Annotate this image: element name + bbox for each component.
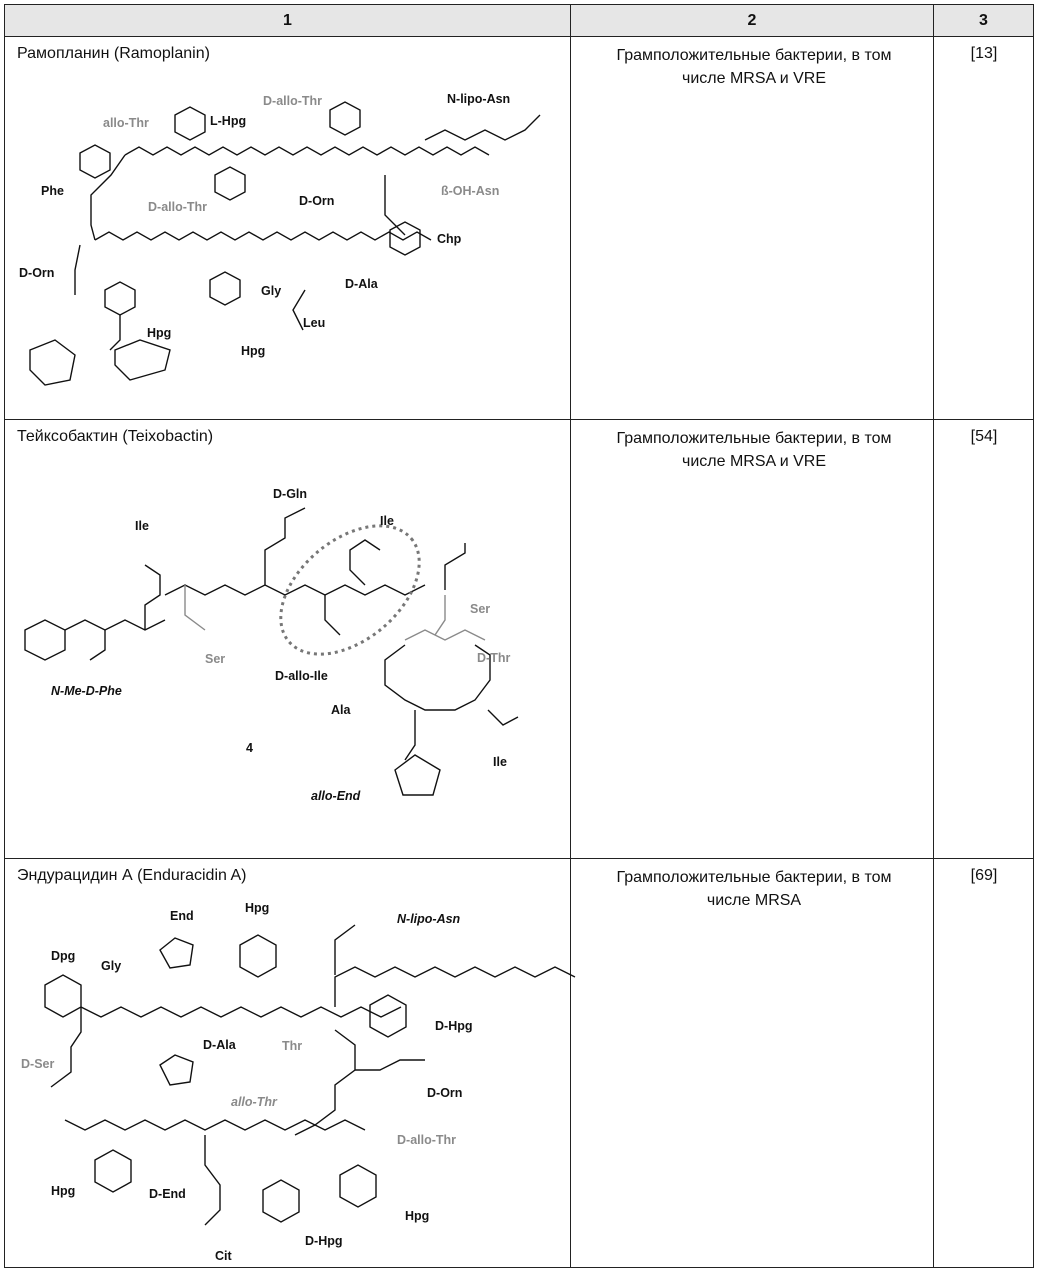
teixobactin-structure: D-Gln Ile Ile Ser Ser D-Thr N-Me-D-Phe D… bbox=[24, 487, 519, 803]
residue-label: Hpg bbox=[241, 344, 265, 358]
residue-label: Hpg bbox=[51, 1184, 75, 1198]
activity-text: Грамположительные бактерии, в том числе … bbox=[575, 866, 933, 912]
enduracidin-structure: End Hpg N-lipo-Asn Dpg Gly D-Hpg D-Ala T… bbox=[21, 901, 576, 1263]
table-header-row: 1 2 3 bbox=[5, 5, 1033, 37]
residue-label: ß-OH-Asn bbox=[441, 184, 499, 198]
residue-label: D-allo-Thr bbox=[397, 1133, 456, 1147]
residue-label: D-Orn bbox=[427, 1086, 462, 1100]
activity-line: числе MRSA и VRE bbox=[681, 453, 827, 470]
teixobactin-macrocycle bbox=[384, 644, 519, 796]
activity-text: Грамположительные бактерии, в том числе … bbox=[575, 427, 933, 473]
residue-label: Chp bbox=[437, 232, 462, 246]
teixobactin-gray-bonds bbox=[184, 585, 486, 641]
reference: [54] bbox=[970, 428, 998, 445]
activity-line: Грамположительные бактерии, в том bbox=[616, 869, 892, 886]
residue-label: D-allo-Thr bbox=[148, 200, 207, 214]
residue-label: D-allo-Ile bbox=[275, 669, 328, 683]
residue-label: Leu bbox=[303, 316, 325, 330]
residue-label: Ile bbox=[380, 514, 394, 528]
reference: [13] bbox=[970, 45, 998, 62]
ramoplanin-bonds bbox=[29, 101, 541, 386]
residue-label: D-Thr bbox=[477, 651, 510, 665]
residue-label: Phe bbox=[41, 184, 64, 198]
activity-line: числе MRSA и VRE bbox=[681, 70, 827, 87]
residue-label: Dpg bbox=[51, 949, 75, 963]
residue-label: Ser bbox=[470, 602, 490, 616]
residue-label: D-Ser bbox=[21, 1057, 54, 1071]
residue-label: D-Hpg bbox=[435, 1019, 473, 1033]
compound-name: Эндурацидин А (Enduracidin A) bbox=[17, 867, 247, 884]
compound-name: Тейксобактин (Teixobactin) bbox=[17, 428, 214, 445]
compound-table: 1 2 3 Рамопланин (Ramoplanin) Грамположи… bbox=[4, 4, 1034, 1268]
residue-label: D-Hpg bbox=[305, 1234, 343, 1248]
ramoplanin-structure: allo-Thr L-Hpg D-allo-Thr N-lipo-Asn Phe… bbox=[19, 92, 541, 386]
residue-label: D-Ala bbox=[203, 1038, 237, 1052]
residue-label: D-End bbox=[149, 1187, 186, 1201]
residue-label: Ser bbox=[205, 652, 225, 666]
highlight-ellipse bbox=[279, 524, 421, 656]
enduracidin-bonds bbox=[44, 924, 576, 1226]
residue-label: Cit bbox=[215, 1249, 233, 1263]
teixobactin-bonds bbox=[24, 507, 466, 661]
activity-text: Грамположительные бактерии, в том числе … bbox=[575, 44, 933, 90]
residue-label: D-Orn bbox=[19, 266, 54, 280]
compound-number: 4 bbox=[246, 741, 253, 755]
residue-label: D-allo-Thr bbox=[263, 94, 322, 108]
residue-label: Gly bbox=[101, 959, 121, 973]
activity-line: Грамположительные бактерии, в том bbox=[616, 47, 892, 64]
residue-label: N-Me-D-Phe bbox=[51, 684, 122, 698]
residue-label: D-Orn bbox=[299, 194, 334, 208]
residue-label: N-lipo-Asn bbox=[447, 92, 510, 106]
residue-label: allo-Thr bbox=[103, 116, 149, 130]
residue-label: Ile bbox=[493, 755, 507, 769]
residue-label: Hpg bbox=[147, 326, 171, 340]
column-divider bbox=[570, 5, 571, 1267]
column-divider bbox=[933, 5, 934, 1267]
residue-label: allo-Thr bbox=[231, 1095, 278, 1109]
residue-label: End bbox=[170, 909, 194, 923]
residue-label: L-Hpg bbox=[210, 114, 246, 128]
residue-label: Hpg bbox=[405, 1209, 429, 1223]
residue-label: N-lipo-Asn bbox=[397, 912, 461, 926]
row-divider bbox=[5, 419, 1033, 420]
residue-label: Thr bbox=[282, 1039, 302, 1053]
compound-name: Рамопланин (Ramoplanin) bbox=[17, 45, 210, 62]
residue-label: Ala bbox=[331, 703, 352, 717]
header-col-1: 1 bbox=[283, 12, 292, 29]
residue-label: Ile bbox=[135, 519, 149, 533]
header-col-2: 2 bbox=[747, 12, 757, 29]
reference: [69] bbox=[970, 867, 998, 884]
residue-label: D-Gln bbox=[273, 487, 307, 501]
residue-label: D-Ala bbox=[345, 277, 379, 291]
activity-line: Грамположительные бактерии, в том bbox=[616, 430, 892, 447]
activity-line: числе MRSA bbox=[706, 892, 802, 909]
residue-label: allo-End bbox=[311, 789, 361, 803]
residue-label: Hpg bbox=[245, 901, 269, 915]
residue-label: Gly bbox=[261, 284, 281, 298]
row-divider bbox=[5, 858, 1033, 859]
header-col-3: 3 bbox=[979, 12, 988, 29]
